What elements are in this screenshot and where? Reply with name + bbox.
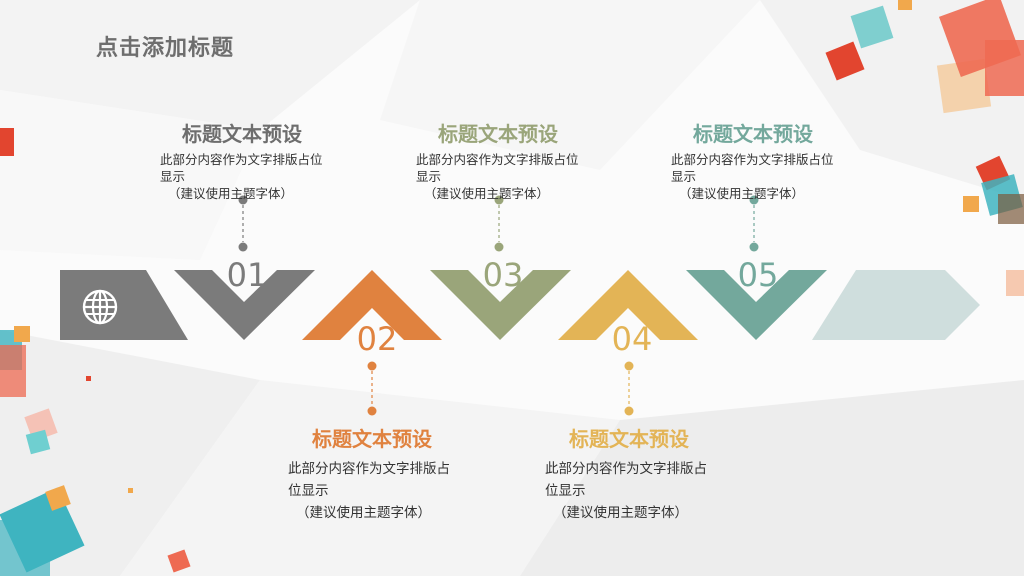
bg-facet <box>0 90 260 260</box>
step-heading-03: 标题文本预设 <box>438 122 558 146</box>
step-number-02: 02 <box>357 320 398 358</box>
step-heading-04: 标题文本预设 <box>569 427 689 451</box>
confetti-square <box>850 5 894 49</box>
connector-01 <box>238 195 248 252</box>
bg-facet <box>0 0 420 130</box>
step-number-04: 04 <box>612 320 653 358</box>
step-body-line: 此部分内容作为文字排版占 <box>545 461 707 477</box>
confetti-square <box>14 326 30 342</box>
connector-05 <box>749 195 759 252</box>
step-body-line: （建议使用主题字体） <box>553 505 688 521</box>
confetti-square <box>0 345 26 397</box>
start-box <box>60 270 188 340</box>
step-body-04: 此部分内容作为文字排版占 位显示 （建议使用主题字体） <box>545 458 707 524</box>
step-body-line: 显示 <box>671 169 697 184</box>
step-body-line: 此部分内容作为文字排版占 <box>288 461 450 477</box>
confetti-square <box>825 41 865 81</box>
confetti-cluster-left <box>0 128 91 455</box>
chevron-step-03 <box>430 270 571 340</box>
step-body-03: 此部分内容作为文字排版占位 显示 （建议使用主题字体） <box>416 151 579 202</box>
step-body-line: 显示 <box>160 169 186 184</box>
chevron-step-02 <box>302 270 442 340</box>
step-heading-01: 标题文本预设 <box>182 122 302 146</box>
confetti-square <box>25 429 51 455</box>
confetti-square <box>0 128 14 156</box>
confetti-cluster-bottom-left <box>0 485 191 576</box>
chevron-step-04 <box>558 270 698 340</box>
step-number-05: 05 <box>738 256 779 294</box>
step-body-line: （建议使用主题字体） <box>424 186 550 201</box>
step-number-01: 01 <box>227 256 268 294</box>
confetti-square <box>898 0 912 10</box>
step-body-05: 此部分内容作为文字排版占位 显示 （建议使用主题字体） <box>671 151 834 202</box>
connector-04 <box>624 361 634 416</box>
confetti-square <box>0 520 50 576</box>
chevron-step-05 <box>686 270 827 340</box>
confetti-square <box>128 488 133 493</box>
globe-icon <box>82 289 118 325</box>
step-body-line: （建议使用主题字体） <box>679 186 805 201</box>
step-heading-02: 标题文本预设 <box>312 427 432 451</box>
confetti-square <box>167 549 191 573</box>
confetti-square <box>86 376 91 381</box>
confetti-square <box>985 40 1024 96</box>
step-body-02: 此部分内容作为文字排版占 位显示 （建议使用主题字体） <box>288 458 450 524</box>
connector-03 <box>494 195 504 252</box>
bg-facet <box>380 0 760 170</box>
connector-02 <box>367 361 377 416</box>
step-body-line: 此部分内容作为文字排版占位 <box>671 152 834 167</box>
step-body-01: 此部分内容作为文字排版占位 显示 （建议使用主题字体） <box>160 151 323 202</box>
confetti-square <box>1006 270 1024 296</box>
step-body-line: （建议使用主题字体） <box>168 186 294 201</box>
end-arrow <box>812 270 980 340</box>
step-body-line: 位显示 <box>545 483 586 499</box>
step-body-line: 此部分内容作为文字排版占位 <box>416 152 579 167</box>
confetti-square <box>998 194 1024 224</box>
confetti-square <box>936 58 992 114</box>
step-body-line: （建议使用主题字体） <box>296 505 431 521</box>
step-body-line: 显示 <box>416 169 442 184</box>
confetti-square <box>963 196 979 212</box>
confetti-square <box>45 485 71 511</box>
confetti-cluster-top-right <box>825 0 1024 296</box>
bg-facet <box>120 380 620 576</box>
step-number-03: 03 <box>483 256 524 294</box>
step-body-line: 位显示 <box>288 483 329 499</box>
page-title: 点击添加标题 <box>96 36 235 61</box>
bg-facet <box>520 380 1024 576</box>
chevron-step-01 <box>174 270 315 340</box>
step-body-line: 此部分内容作为文字排版占位 <box>160 152 323 167</box>
step-heading-05: 标题文本预设 <box>693 122 813 146</box>
